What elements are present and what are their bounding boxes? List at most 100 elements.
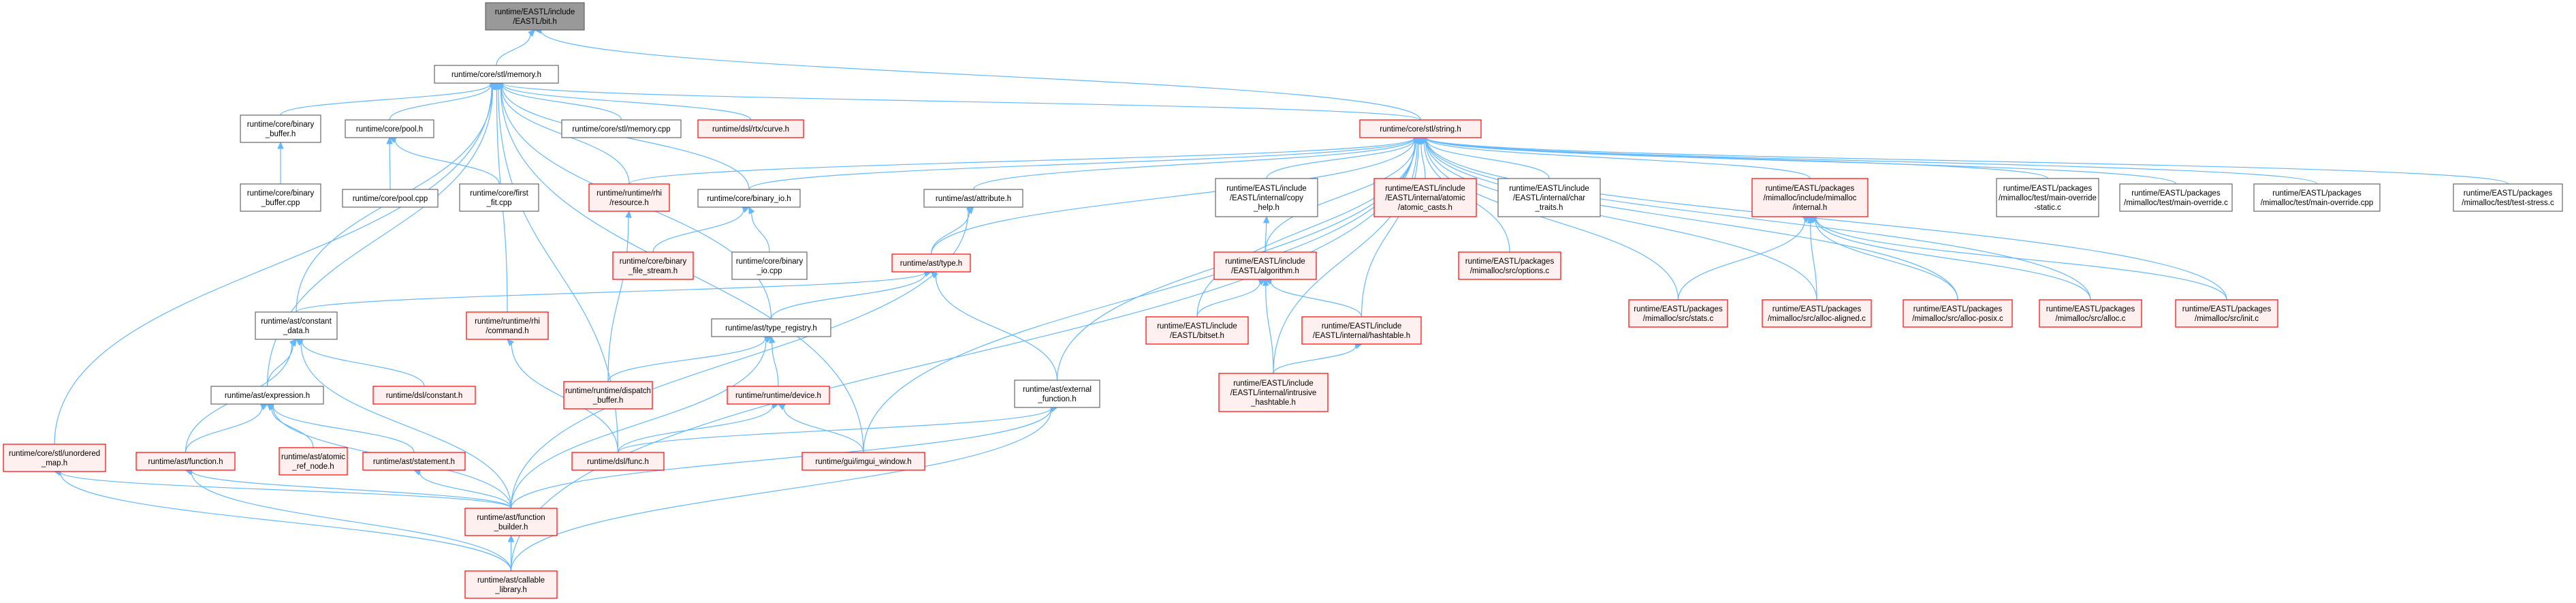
node-biniocpp[interactable]: runtime/core/binary_io.cpp	[731, 251, 808, 280]
node-box	[485, 2, 585, 31]
node-statement[interactable]: runtime/ast/statement.h	[362, 452, 466, 471]
node-label-line: _fit.cpp	[486, 199, 511, 207]
edge-callable-to-funch	[185, 469, 512, 572]
node-fbuilder[interactable]: runtime/ast/function_builder.h	[464, 508, 558, 536]
node-box	[711, 318, 831, 337]
node-intrusive[interactable]: runtime/EASTL/include/EASTL/internal/int…	[1218, 373, 1329, 412]
node-rhires[interactable]: runtime/runtime/rhi/resource.h	[588, 183, 670, 212]
node-typereg[interactable]: runtime/ast/type_registry.h	[711, 318, 831, 337]
node-hashtable[interactable]: runtime/EASTL/include/EASTL/internal/has…	[1301, 316, 1422, 345]
node-label-line: /mimalloc/test/main-override.cpp	[2261, 199, 2374, 207]
node-label-line: /mimalloc/test/test-stress.c	[2462, 199, 2554, 207]
node-label-line: runtime/EASTL/include	[1226, 185, 1307, 193]
node-box	[1014, 380, 1100, 408]
node-box	[1218, 373, 1329, 412]
edge-imgui-to-device	[777, 403, 864, 453]
node-command[interactable]: runtime/runtime/rhi/command.h	[466, 311, 549, 340]
edge-statement-to-expr	[266, 403, 415, 453]
node-box	[697, 189, 801, 208]
node-label-line: _builder.h	[494, 523, 528, 531]
node-label-line: _file_stream.h	[628, 267, 678, 275]
edge-dslfunc-to-extfunc	[617, 405, 1058, 453]
node-box	[434, 65, 559, 84]
node-mainstatic[interactable]: runtime/EASTL/packages/mimalloc/test/mai…	[1996, 178, 2099, 217]
node-label-line: _function.h	[1037, 395, 1076, 403]
node-memcpp[interactable]: runtime/core/stl/memory.cpp	[561, 119, 682, 138]
node-binbuf[interactable]: runtime/core/binary_buffer.h	[240, 114, 321, 143]
node-label-line: runtime/EASTL/packages	[1913, 305, 2003, 313]
node-allocc[interactable]: runtime/EASTL/packages/mimalloc/src/allo…	[2039, 299, 2142, 328]
node-string[interactable]: runtime/core/stl/string.h	[1359, 119, 1482, 138]
node-box	[1996, 178, 2099, 217]
node-aligned[interactable]: runtime/EASTL/packages/mimalloc/src/allo…	[1762, 299, 1872, 328]
node-bitset[interactable]: runtime/EASTL/include/EASTL/bitset.h	[1145, 316, 1249, 345]
node-algorithm[interactable]: runtime/EASTL/include/EASTL/algorithm.h	[1213, 251, 1317, 280]
node-label-line: _buffer.cpp	[261, 199, 300, 207]
node-extfunc[interactable]: runtime/ast/external_function.h	[1014, 380, 1100, 408]
node-dispatch[interactable]: runtime/runtime/dispatch_buffer.h	[563, 381, 653, 409]
node-attr[interactable]: runtime/ast/attribute.h	[923, 189, 1023, 208]
node-label-line: runtime/core/pool.h	[356, 125, 423, 134]
node-maincpp[interactable]: runtime/EASTL/packages/mimalloc/test/mai…	[2253, 183, 2381, 212]
node-options[interactable]: runtime/EASTL/packages/mimalloc/src/opti…	[1458, 251, 1561, 280]
node-binbufcpp[interactable]: runtime/core/binary_buffer.cpp	[240, 183, 321, 212]
node-miinternal[interactable]: runtime/EASTL/packages/mimalloc/include/…	[1751, 178, 1869, 217]
node-poolcpp[interactable]: runtime/core/pool.cpp	[342, 189, 439, 208]
node-label-line: runtime/core/binary_io.h	[707, 195, 791, 203]
node-imgui[interactable]: runtime/gui/imgui_window.h	[801, 452, 925, 471]
node-firstfit[interactable]: runtime/core/first_fit.cpp	[459, 183, 539, 212]
node-constdata[interactable]: runtime/ast/constant_data.h	[255, 311, 338, 340]
node-callable[interactable]: runtime/ast/callable_library.h	[464, 570, 558, 599]
node-label-line: runtime/core/binary	[247, 189, 315, 198]
node-label-line: /mimalloc/src/alloc.c	[2056, 315, 2126, 323]
node-binio[interactable]: runtime/core/binary_io.h	[697, 189, 801, 208]
node-box	[612, 251, 694, 280]
edge-atomicref-to-expr	[266, 403, 314, 448]
node-dslfunc[interactable]: runtime/dsl/func.h	[571, 452, 665, 471]
node-atomicref[interactable]: runtime/ast/atomic_ref_node.h	[279, 447, 348, 476]
node-box	[588, 183, 670, 212]
node-copyhelp[interactable]: runtime/EASTL/include/EASTL/internal/cop…	[1215, 178, 1318, 217]
node-initc[interactable]: runtime/EASTL/packages/mimalloc/src/init…	[2175, 299, 2278, 328]
node-label-line: /mimalloc/test/main-override	[1999, 194, 2097, 202]
node-funch[interactable]: runtime/ast/function.h	[136, 452, 236, 471]
node-teststress[interactable]: runtime/EASTL/packages/mimalloc/test/tes…	[2453, 183, 2563, 212]
node-binfs[interactable]: runtime/core/binary_file_stream.h	[612, 251, 694, 280]
edge-maincpp-to-string	[1419, 134, 2318, 185]
node-memory[interactable]: runtime/core/stl/memory.h	[434, 65, 559, 84]
node-box	[1751, 178, 1869, 217]
node-unordered[interactable]: runtime/core/stl/unordered_map.h	[3, 444, 106, 472]
node-label-line: runtime/EASTL/packages	[1766, 185, 1855, 193]
node-box	[2175, 299, 2278, 328]
node-chartraits[interactable]: runtime/EASTL/include/EASTL/internal/cha…	[1497, 178, 1601, 217]
node-label-line: /EASTL/bitset.h	[1170, 332, 1224, 340]
node-bit[interactable]: runtime/EASTL/include/EASTL/bit.h	[485, 2, 585, 31]
node-label-line: /mimalloc/src/options.c	[1470, 267, 1550, 275]
edge-stats-to-miinternal	[1677, 216, 1811, 300]
node-posix[interactable]: runtime/EASTL/packages/mimalloc/src/allo…	[1903, 299, 2013, 328]
node-label-line: runtime/core/stl/string.h	[1380, 125, 1461, 134]
node-box	[697, 119, 804, 138]
node-label-line: runtime/core/pool.cpp	[353, 195, 428, 203]
node-label-line: /EASTL/internal/copy	[1230, 194, 1303, 202]
node-box	[136, 452, 236, 471]
node-label-line: /mimalloc/test/main-override.c	[2124, 199, 2228, 207]
node-poolh[interactable]: runtime/core/pool.h	[345, 119, 434, 138]
node-label-line: _buffer.h	[592, 397, 624, 405]
node-label-line: runtime/EASTL/packages	[2182, 305, 2272, 313]
node-label-line: /command.h	[486, 327, 528, 335]
edge-binfs-to-binio	[652, 206, 750, 253]
node-atomic[interactable]: runtime/EASTL/include/EASTL/internal/ato…	[1373, 178, 1477, 217]
node-type[interactable]: runtime/ast/type.h	[891, 253, 971, 273]
node-dslconst[interactable]: runtime/dsl/constant.h	[372, 386, 476, 405]
node-expr[interactable]: runtime/ast/expression.h	[210, 386, 324, 405]
node-box	[1497, 178, 1601, 217]
node-curve[interactable]: runtime/dsl/rtx/curve.h	[697, 119, 804, 138]
edge-callable-to-extfunc	[510, 406, 1058, 572]
node-stats[interactable]: runtime/EASTL/packages/mimalloc/src/stat…	[1628, 299, 1728, 328]
node-label-line: -static.c	[2034, 204, 2061, 212]
node-label-line: _traits.h	[1535, 204, 1563, 212]
node-mainoc[interactable]: runtime/EASTL/packages/mimalloc/test/mai…	[2119, 183, 2233, 212]
node-device[interactable]: runtime/runtime/device.h	[727, 386, 830, 405]
node-box	[891, 253, 971, 273]
